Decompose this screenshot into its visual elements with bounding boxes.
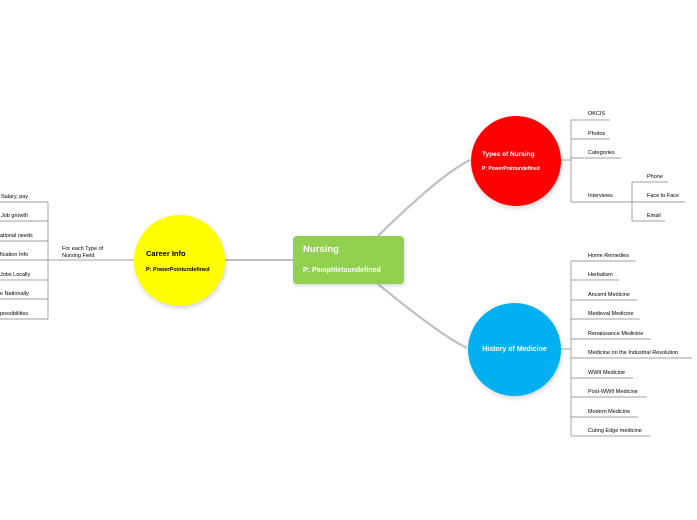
interviews-child-phone[interactable]: Phone [647, 174, 663, 180]
career-child-possibilities[interactable]: possibilities [0, 311, 29, 317]
history-child-medieval-medicine[interactable]: Medieval Medicine [588, 311, 634, 317]
career-child-salary[interactable]: Salary, pay [1, 194, 29, 200]
types-child-interviews[interactable]: Interviews [588, 193, 613, 199]
history-child-renaissance-medicine[interactable]: Renaissance Medicine [588, 331, 644, 337]
history-branch-lines [561, 260, 692, 437]
history-child-home-remedies[interactable]: Home Remedies [588, 253, 629, 259]
central-topic-subtitle: P: Pamphletsundefined [303, 267, 381, 274]
history-child-post-wwii-medicine[interactable]: Post-WWII Medicine [588, 389, 638, 395]
types-branch-lines [561, 119, 685, 222]
career-info-title: Career Info [146, 248, 186, 258]
career-child-certification-info[interactable]: fication Info [0, 252, 29, 258]
types-of-nursing-node[interactable]: Types of Nursing P: PowerPointundefined [471, 116, 561, 206]
career-info-subtitle: P: PowerPointundefined [146, 266, 210, 273]
history-of-medicine-title: History of Medicine [482, 346, 547, 353]
career-child-job-growth[interactable]: Job growth [1, 213, 28, 219]
career-child-national-needs[interactable]: ational needs [0, 233, 33, 239]
career-child-jobs-nationally[interactable]: e Nationally [0, 291, 29, 297]
types-child-photos[interactable]: Photos [588, 131, 606, 137]
career-branch-label[interactable]: For each Type of Nursing Field [62, 246, 104, 259]
history-child-industrial-revolution[interactable]: Medicine on the Industrial Revolution [588, 350, 679, 356]
history-of-medicine-node[interactable]: History of Medicine [468, 303, 561, 396]
history-child-cutting-edge-medicine[interactable]: Cuting Edge medicine [588, 428, 642, 434]
interviews-child-face-to-face[interactable]: Face to Face [647, 193, 680, 199]
history-child-wwii-medicine[interactable]: WWII Medicine [588, 370, 625, 376]
career-info-node[interactable]: Career Info P: PowerPointundefined [134, 215, 225, 306]
types-child-categories[interactable]: Categories [588, 150, 615, 156]
connector-central-history [377, 283, 468, 349]
history-child-herbalism[interactable]: Herbalism [588, 272, 613, 278]
history-child-ancient-medicine[interactable]: Ancient Medicine [588, 292, 630, 298]
interviews-child-email[interactable]: Email [647, 213, 661, 219]
central-topic-node[interactable]: Nursing P: Pamphletsundefined [293, 236, 404, 284]
types-of-nursing-title: Types of Nursing [482, 150, 535, 158]
history-child-modern-medicine[interactable]: Modern Medicine [588, 409, 631, 415]
types-child-okcis[interactable]: OKCIS [588, 111, 606, 117]
connector-central-types [377, 159, 471, 237]
career-child-jobs-locally[interactable]: Jobs Locally [0, 272, 31, 278]
career-branch-lines [0, 201, 134, 320]
central-topic-title: Nursing [303, 244, 339, 255]
types-of-nursing-subtitle: P: PowerPointundefined [482, 165, 540, 172]
